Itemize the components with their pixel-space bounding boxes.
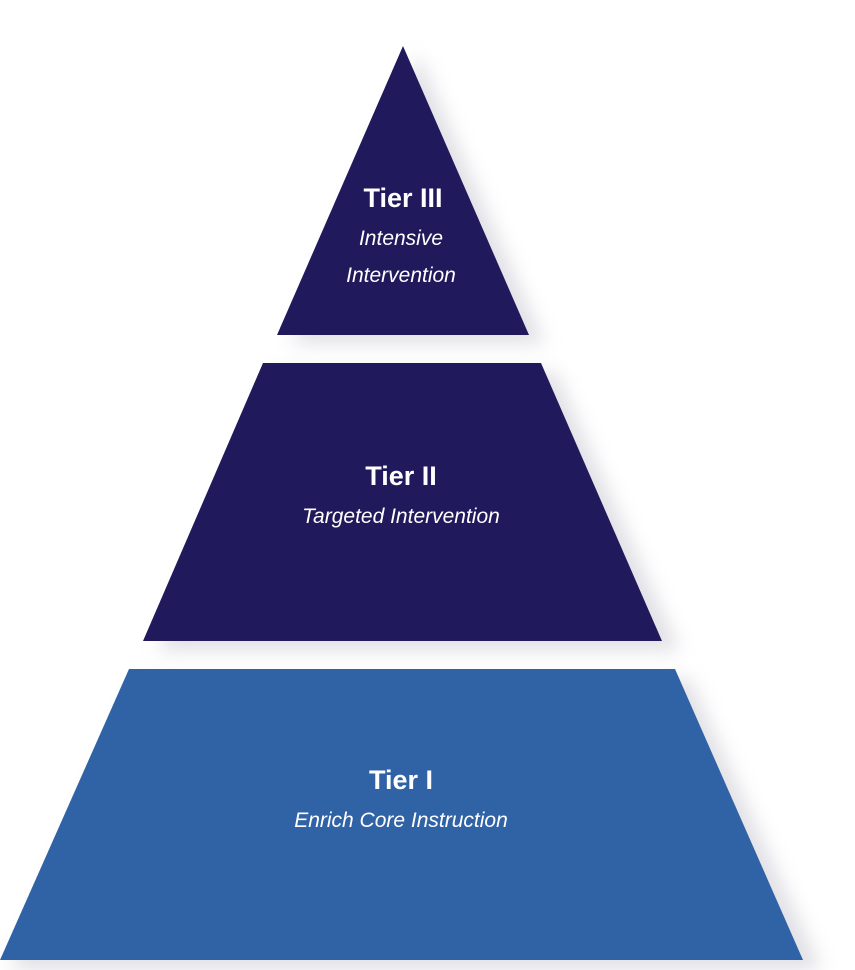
tier-1-shape	[0, 669, 803, 960]
tier-3-subtitle-line-2: Intervention	[346, 264, 456, 287]
tier-1-title: Tier I	[369, 765, 433, 795]
tier-2: Tier II Targeted Intervention	[143, 363, 662, 641]
tier-1-subtitle: Enrich Core Instruction	[294, 809, 508, 832]
tier-2-subtitle: Targeted Intervention	[302, 505, 500, 528]
tier-3: Tier III Intensive Intervention	[277, 46, 529, 335]
tier-3-shape	[277, 46, 529, 335]
tier-1: Tier I Enrich Core Instruction	[0, 669, 803, 960]
tier-2-shape	[143, 363, 662, 641]
tier-3-subtitle-line-1: Intensive	[359, 227, 443, 250]
tier-3-title: Tier III	[363, 183, 442, 213]
tier-2-title: Tier II	[365, 461, 437, 491]
